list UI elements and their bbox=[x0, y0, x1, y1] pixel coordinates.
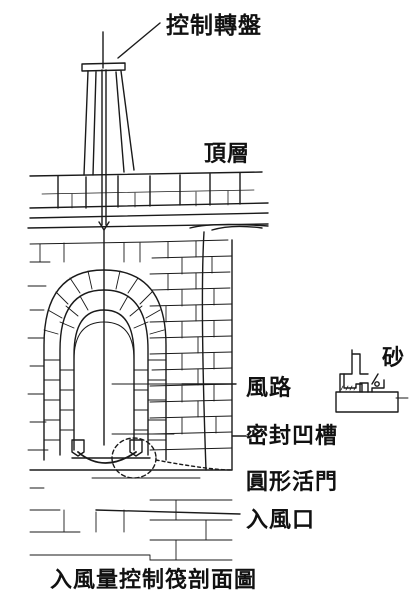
label-sealing-groove: 密封凹槽 bbox=[246, 424, 339, 449]
sand-detail bbox=[335, 349, 409, 413]
brick-arch bbox=[43, 269, 167, 461]
label-air-inlet: 入風口 bbox=[246, 508, 316, 533]
turntable-leader bbox=[117, 22, 161, 59]
air-passage bbox=[73, 321, 183, 451]
detail-circle bbox=[111, 437, 157, 479]
control-rod bbox=[98, 69, 110, 446]
caption: 入風量控制筏剖面圖 bbox=[50, 568, 258, 593]
masonry-wall bbox=[27, 223, 269, 471]
top-floor-slab bbox=[27, 171, 269, 229]
label-sand: 砂 bbox=[382, 346, 406, 371]
lower-wall bbox=[29, 469, 233, 561]
circular-valve bbox=[77, 451, 137, 464]
air-inlet-leader bbox=[95, 509, 241, 515]
control-turntable bbox=[81, 31, 135, 176]
label-circular-valve: 圓形活門 bbox=[246, 470, 339, 495]
valve-leader bbox=[155, 459, 233, 471]
label-top-floor: 頂層 bbox=[204, 142, 251, 167]
label-turntable: 控制轉盤 bbox=[166, 13, 262, 39]
label-air-passage: 風路 bbox=[246, 376, 293, 401]
